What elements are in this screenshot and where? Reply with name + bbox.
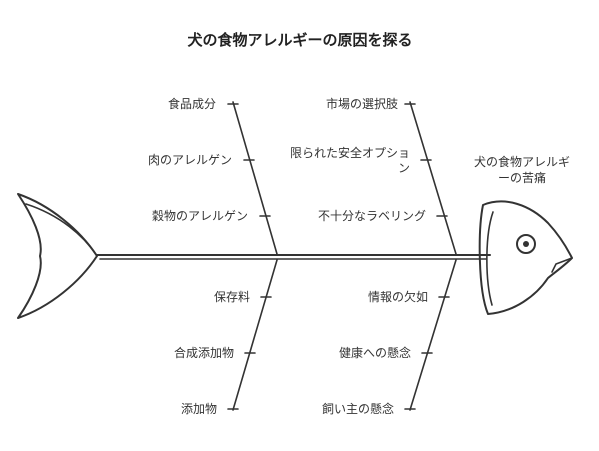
cause-label: 市場の選択肢 bbox=[326, 96, 398, 111]
bone-upper-left bbox=[232, 101, 278, 255]
fish-pupil bbox=[523, 241, 529, 247]
diagram-title: 犬の食物アレルギーの原因を探る bbox=[187, 31, 412, 49]
fish-tail-inner-line bbox=[25, 203, 98, 257]
cause-label: 情報の欠如 bbox=[368, 289, 428, 304]
bone-upper-right bbox=[409, 101, 457, 255]
fish-mouth bbox=[551, 257, 573, 273]
fish-head bbox=[478, 200, 573, 315]
cause-label: 飼い主の懸念 bbox=[322, 401, 394, 416]
effect-label-continuation: ーの苦痛 bbox=[498, 170, 546, 185]
fish-eye-icon bbox=[516, 234, 536, 254]
bone-lower-right bbox=[409, 259, 457, 411]
fish-gill-line bbox=[486, 211, 494, 306]
effect-label: 犬の食物アレルギ bbox=[474, 154, 570, 169]
cause-label: 肉のアレルゲン bbox=[148, 153, 232, 167]
cause-label: 添加物 bbox=[181, 402, 217, 416]
bone-lower-left bbox=[232, 259, 278, 411]
cause-label: 穀物のアレルゲン bbox=[152, 209, 248, 223]
cause-label: 保存料 bbox=[214, 290, 250, 304]
cause-label: 不十分なラベリング bbox=[318, 209, 426, 223]
cause-label: 限られた安全オプショ bbox=[290, 145, 410, 160]
cause-label: 健康への懸念 bbox=[339, 345, 411, 360]
cause-label-continuation: ン bbox=[398, 161, 410, 175]
cause-label: 食品成分 bbox=[168, 96, 216, 111]
fish-tail bbox=[17, 193, 98, 319]
cause-label: 合成添加物 bbox=[174, 345, 234, 360]
